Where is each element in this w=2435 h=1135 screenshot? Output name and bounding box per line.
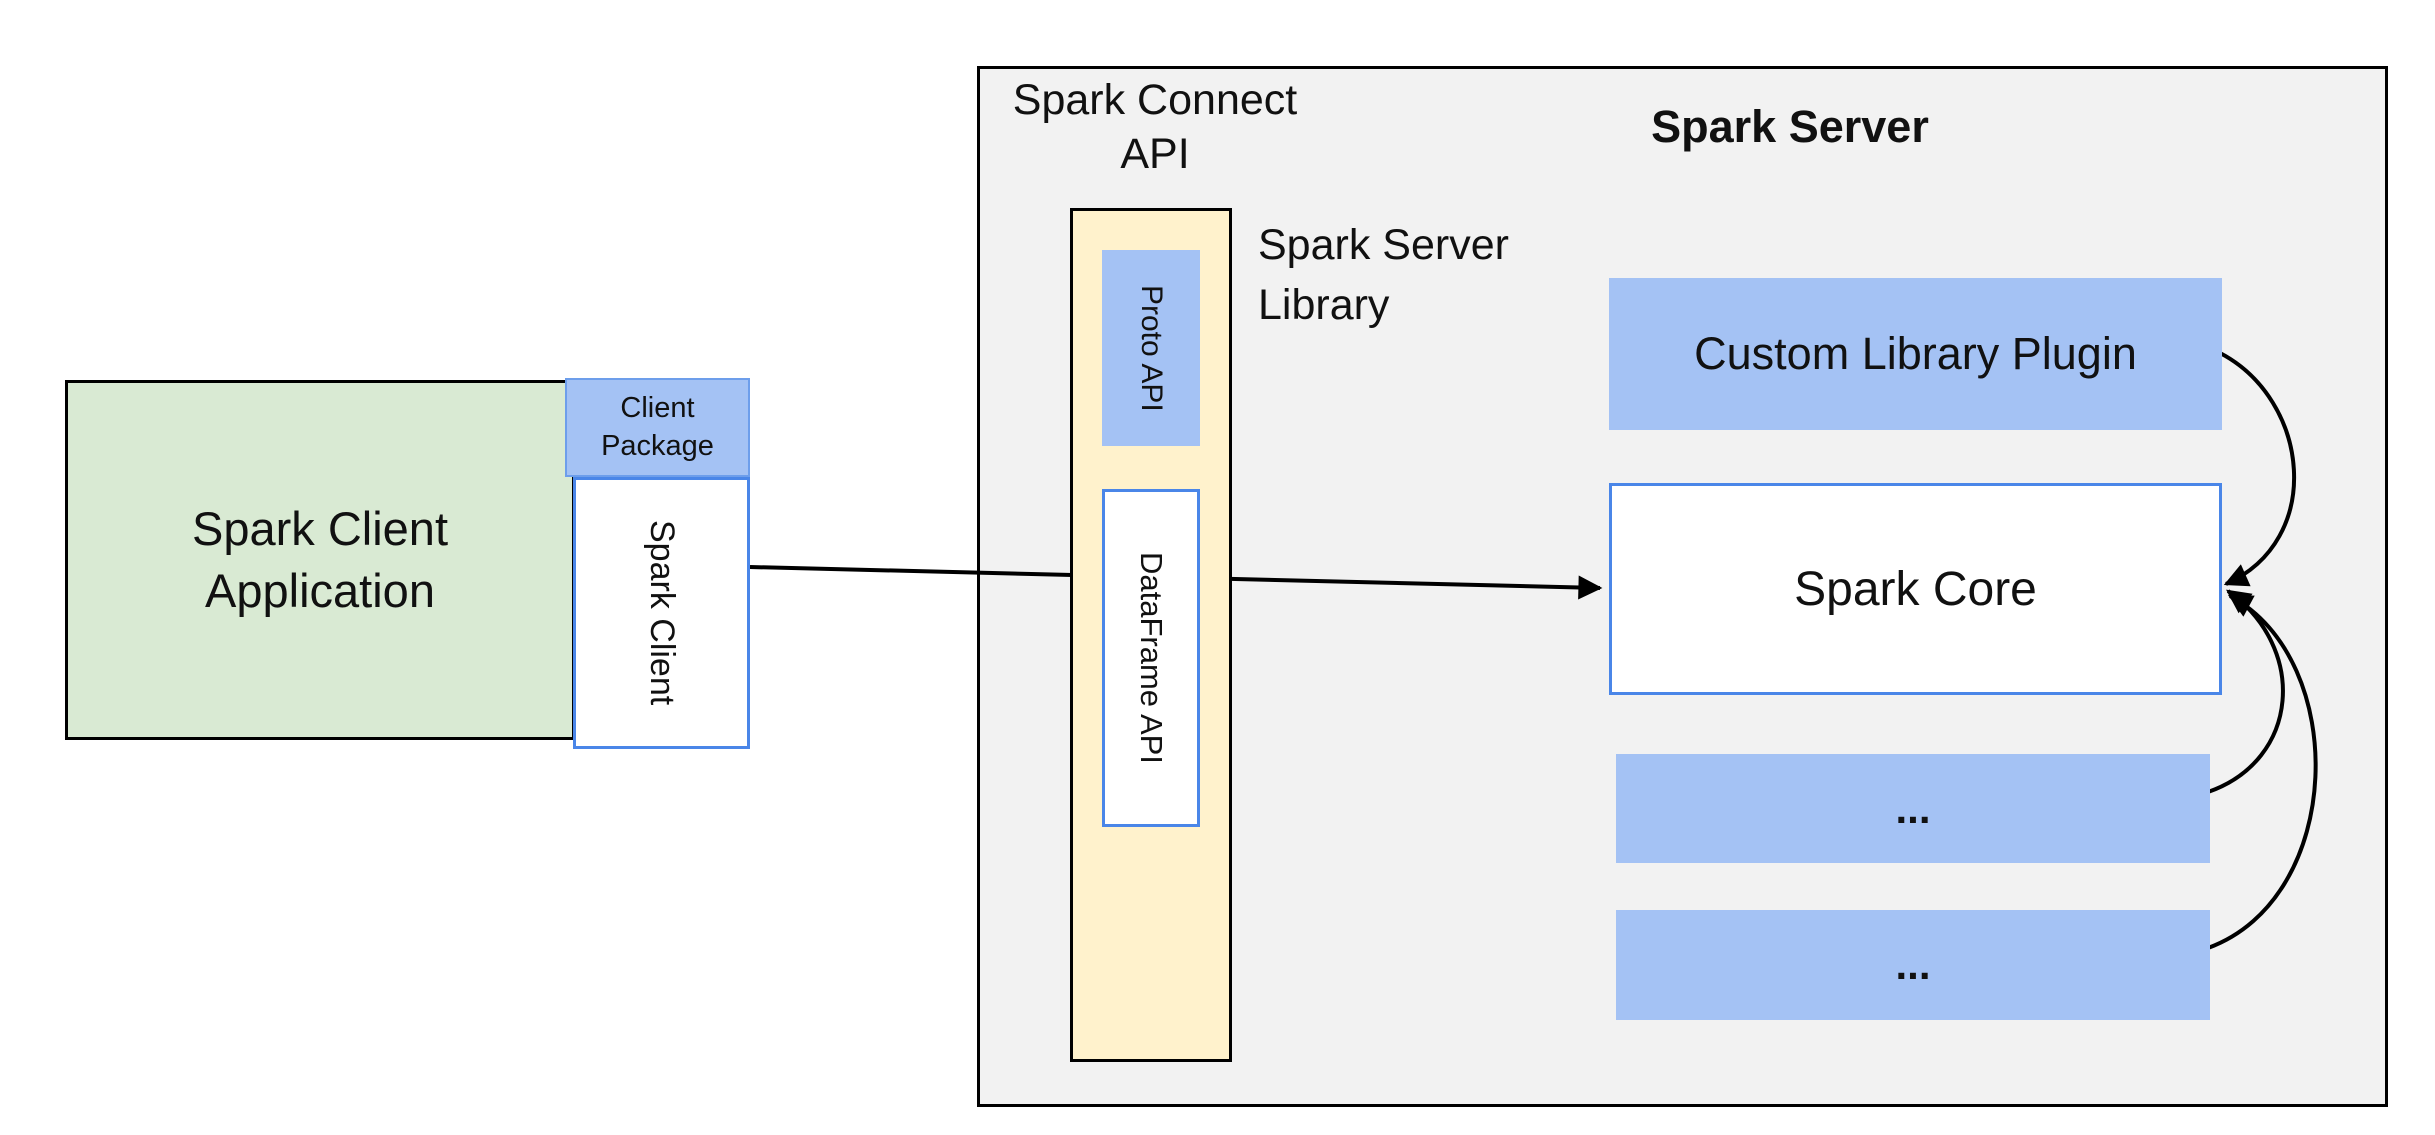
spark-core-box: Spark Core xyxy=(1609,483,2222,695)
more-plugins-label-2: ... xyxy=(1895,941,1931,988)
spark-client-application-box: Spark Client Application xyxy=(65,380,575,740)
dataframe-api-box: DataFrame API xyxy=(1102,489,1200,827)
spark-connect-api-title: Spark Connect API xyxy=(1012,76,1298,178)
custom-library-plugin-box: Custom Library Plugin xyxy=(1609,278,2222,430)
more-plugins-label-1: ... xyxy=(1895,784,1931,832)
spark-client-box: Spark Client xyxy=(573,477,750,749)
custom-library-plugin-label: Custom Library Plugin xyxy=(1694,328,2137,379)
proto-api-box: Proto API xyxy=(1102,250,1200,446)
more-plugins-box-1: ... xyxy=(1616,754,2210,863)
spark-server-library-label: Spark Server Library xyxy=(1258,221,1509,330)
spark-client-label: Spark Client xyxy=(643,520,681,706)
client-package-box: Client Package xyxy=(565,378,750,477)
proto-api-label: Proto API xyxy=(1135,284,1168,412)
spark-client-application-label: Spark Client Application xyxy=(192,501,448,617)
spark-core-label: Spark Core xyxy=(1794,562,2037,616)
spark-server-title: Spark Server xyxy=(1651,101,1929,152)
client-package-label: Client Package xyxy=(601,391,714,462)
dataframe-api-label: DataFrame API xyxy=(1134,552,1169,764)
more-plugins-box-2: ... xyxy=(1616,910,2210,1020)
